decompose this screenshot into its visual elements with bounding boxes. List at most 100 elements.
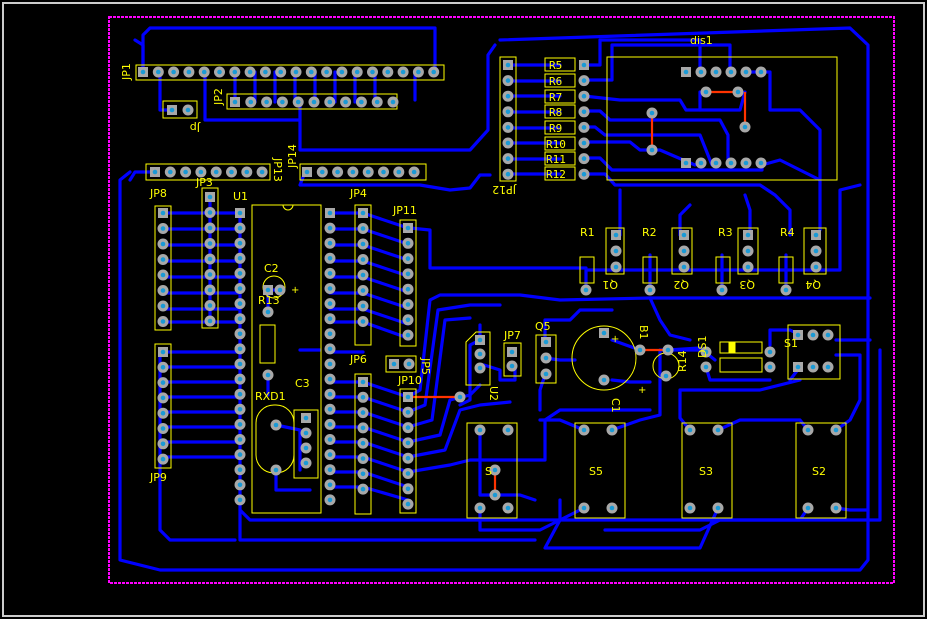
jp8-row-pad xyxy=(226,166,237,178)
q5-pad xyxy=(540,368,552,380)
r14-pad xyxy=(660,370,672,382)
label-r13: R13 xyxy=(258,294,280,307)
q5-pad xyxy=(540,352,552,364)
dis1-bottom-pad xyxy=(695,157,707,169)
r-stack-pad xyxy=(578,90,590,102)
label-jp14: JP14 xyxy=(286,144,299,169)
jp1-pad xyxy=(275,66,287,78)
r13-pad xyxy=(262,369,274,381)
jp3-pad xyxy=(204,269,216,280)
label-c3: C3 xyxy=(295,377,310,390)
jp5-pad xyxy=(357,422,369,434)
jp1-pad xyxy=(397,66,409,78)
jp2-pad xyxy=(308,96,320,108)
dis1-top-pad xyxy=(695,66,707,78)
label-q1: Q1 xyxy=(602,278,618,291)
label-r10: R10 xyxy=(546,138,566,151)
s2-pad xyxy=(830,424,842,436)
ds1-pad xyxy=(764,361,776,373)
via xyxy=(454,391,466,403)
jp10-pad xyxy=(402,468,414,479)
jp8-row-pad xyxy=(150,167,160,177)
label-r8: R8 xyxy=(549,106,562,119)
label-jp11: JP11 xyxy=(392,204,417,217)
jp-mirror-pad xyxy=(182,104,194,116)
label-q2: Q2 xyxy=(673,278,689,291)
jp3-pad xyxy=(205,192,215,202)
label-c1-plus-2: + xyxy=(638,385,646,396)
jp1-pad xyxy=(412,66,424,78)
q3-pad xyxy=(743,230,753,240)
q1-pad xyxy=(611,230,621,240)
u1-left-pad xyxy=(234,388,246,400)
u1-right-pad xyxy=(324,343,336,355)
jp14-pad xyxy=(332,166,344,178)
u1-left-pad xyxy=(234,373,246,385)
r4-pad xyxy=(780,284,792,296)
label-s5: S5 xyxy=(589,465,603,478)
jp3-pad xyxy=(204,222,216,234)
q3-pad xyxy=(742,245,754,257)
jp11-pad xyxy=(402,314,414,326)
label-jp6: JP6 xyxy=(349,353,367,366)
u1-right-pad xyxy=(324,418,336,430)
jp1-pad xyxy=(367,66,378,78)
label-c1-plus: + xyxy=(611,334,619,345)
label-c1: C1 xyxy=(609,398,622,413)
jp12-pad xyxy=(503,60,513,70)
jp3-pad xyxy=(204,207,216,218)
jp12-pad xyxy=(502,75,514,87)
q2-pad xyxy=(679,230,689,240)
label-s3: S3 xyxy=(699,465,713,478)
b1-pad xyxy=(634,344,646,356)
rxd1-pad xyxy=(270,464,282,476)
jp1-pad xyxy=(168,66,180,78)
r-stack-pad xyxy=(578,106,590,118)
ds1-pad xyxy=(700,361,712,373)
jp4-pad xyxy=(357,223,369,234)
u1-right-pad xyxy=(324,298,336,310)
u1-right-pad xyxy=(324,252,336,264)
s3-pad xyxy=(684,424,696,436)
jp10-pad xyxy=(403,392,413,402)
jp5-pad xyxy=(357,453,369,464)
pads-layer xyxy=(138,60,842,514)
u1-right-pad xyxy=(324,373,336,385)
jp1-pad xyxy=(336,66,348,78)
jp4-pad xyxy=(357,238,369,250)
u1-right-pad xyxy=(325,208,335,218)
c2-pad xyxy=(263,285,273,295)
label-jp-mirror: Jp xyxy=(190,121,201,134)
jp8-pad xyxy=(157,223,169,234)
u1-right-pad xyxy=(324,494,336,506)
jp1-pad xyxy=(290,66,302,78)
label-jp13: JP13 xyxy=(271,157,284,182)
q3-pad xyxy=(742,261,754,273)
q4-pad xyxy=(810,261,822,273)
s2-pad xyxy=(802,502,814,514)
jp8-pad xyxy=(157,285,169,296)
rxd1-pad xyxy=(270,419,282,431)
jp1-pad xyxy=(428,66,440,78)
label-q4: Q4 xyxy=(805,278,821,291)
dis1-bottom-pad xyxy=(710,157,722,169)
s1-pad xyxy=(822,329,834,341)
u2-pad xyxy=(474,348,486,360)
jp4-pad xyxy=(357,316,369,327)
jp14-pad xyxy=(393,166,405,178)
label-jp8: JP8 xyxy=(149,187,167,200)
u1-right-pad xyxy=(324,403,336,415)
u1-left-pad xyxy=(234,222,246,234)
jp8-pad xyxy=(157,316,169,327)
jp7-pad xyxy=(506,360,518,372)
via xyxy=(732,86,744,98)
u1-left-pad xyxy=(234,237,246,249)
u1-left-pad xyxy=(234,298,246,310)
jp1-pad xyxy=(305,66,317,78)
jp9-pad xyxy=(158,347,168,357)
jp4-pad xyxy=(357,300,369,312)
label-c2-plus: + xyxy=(291,285,299,296)
board-outline xyxy=(108,16,895,584)
u1-right-pad xyxy=(324,313,336,325)
label-r1: R1 xyxy=(580,226,595,239)
